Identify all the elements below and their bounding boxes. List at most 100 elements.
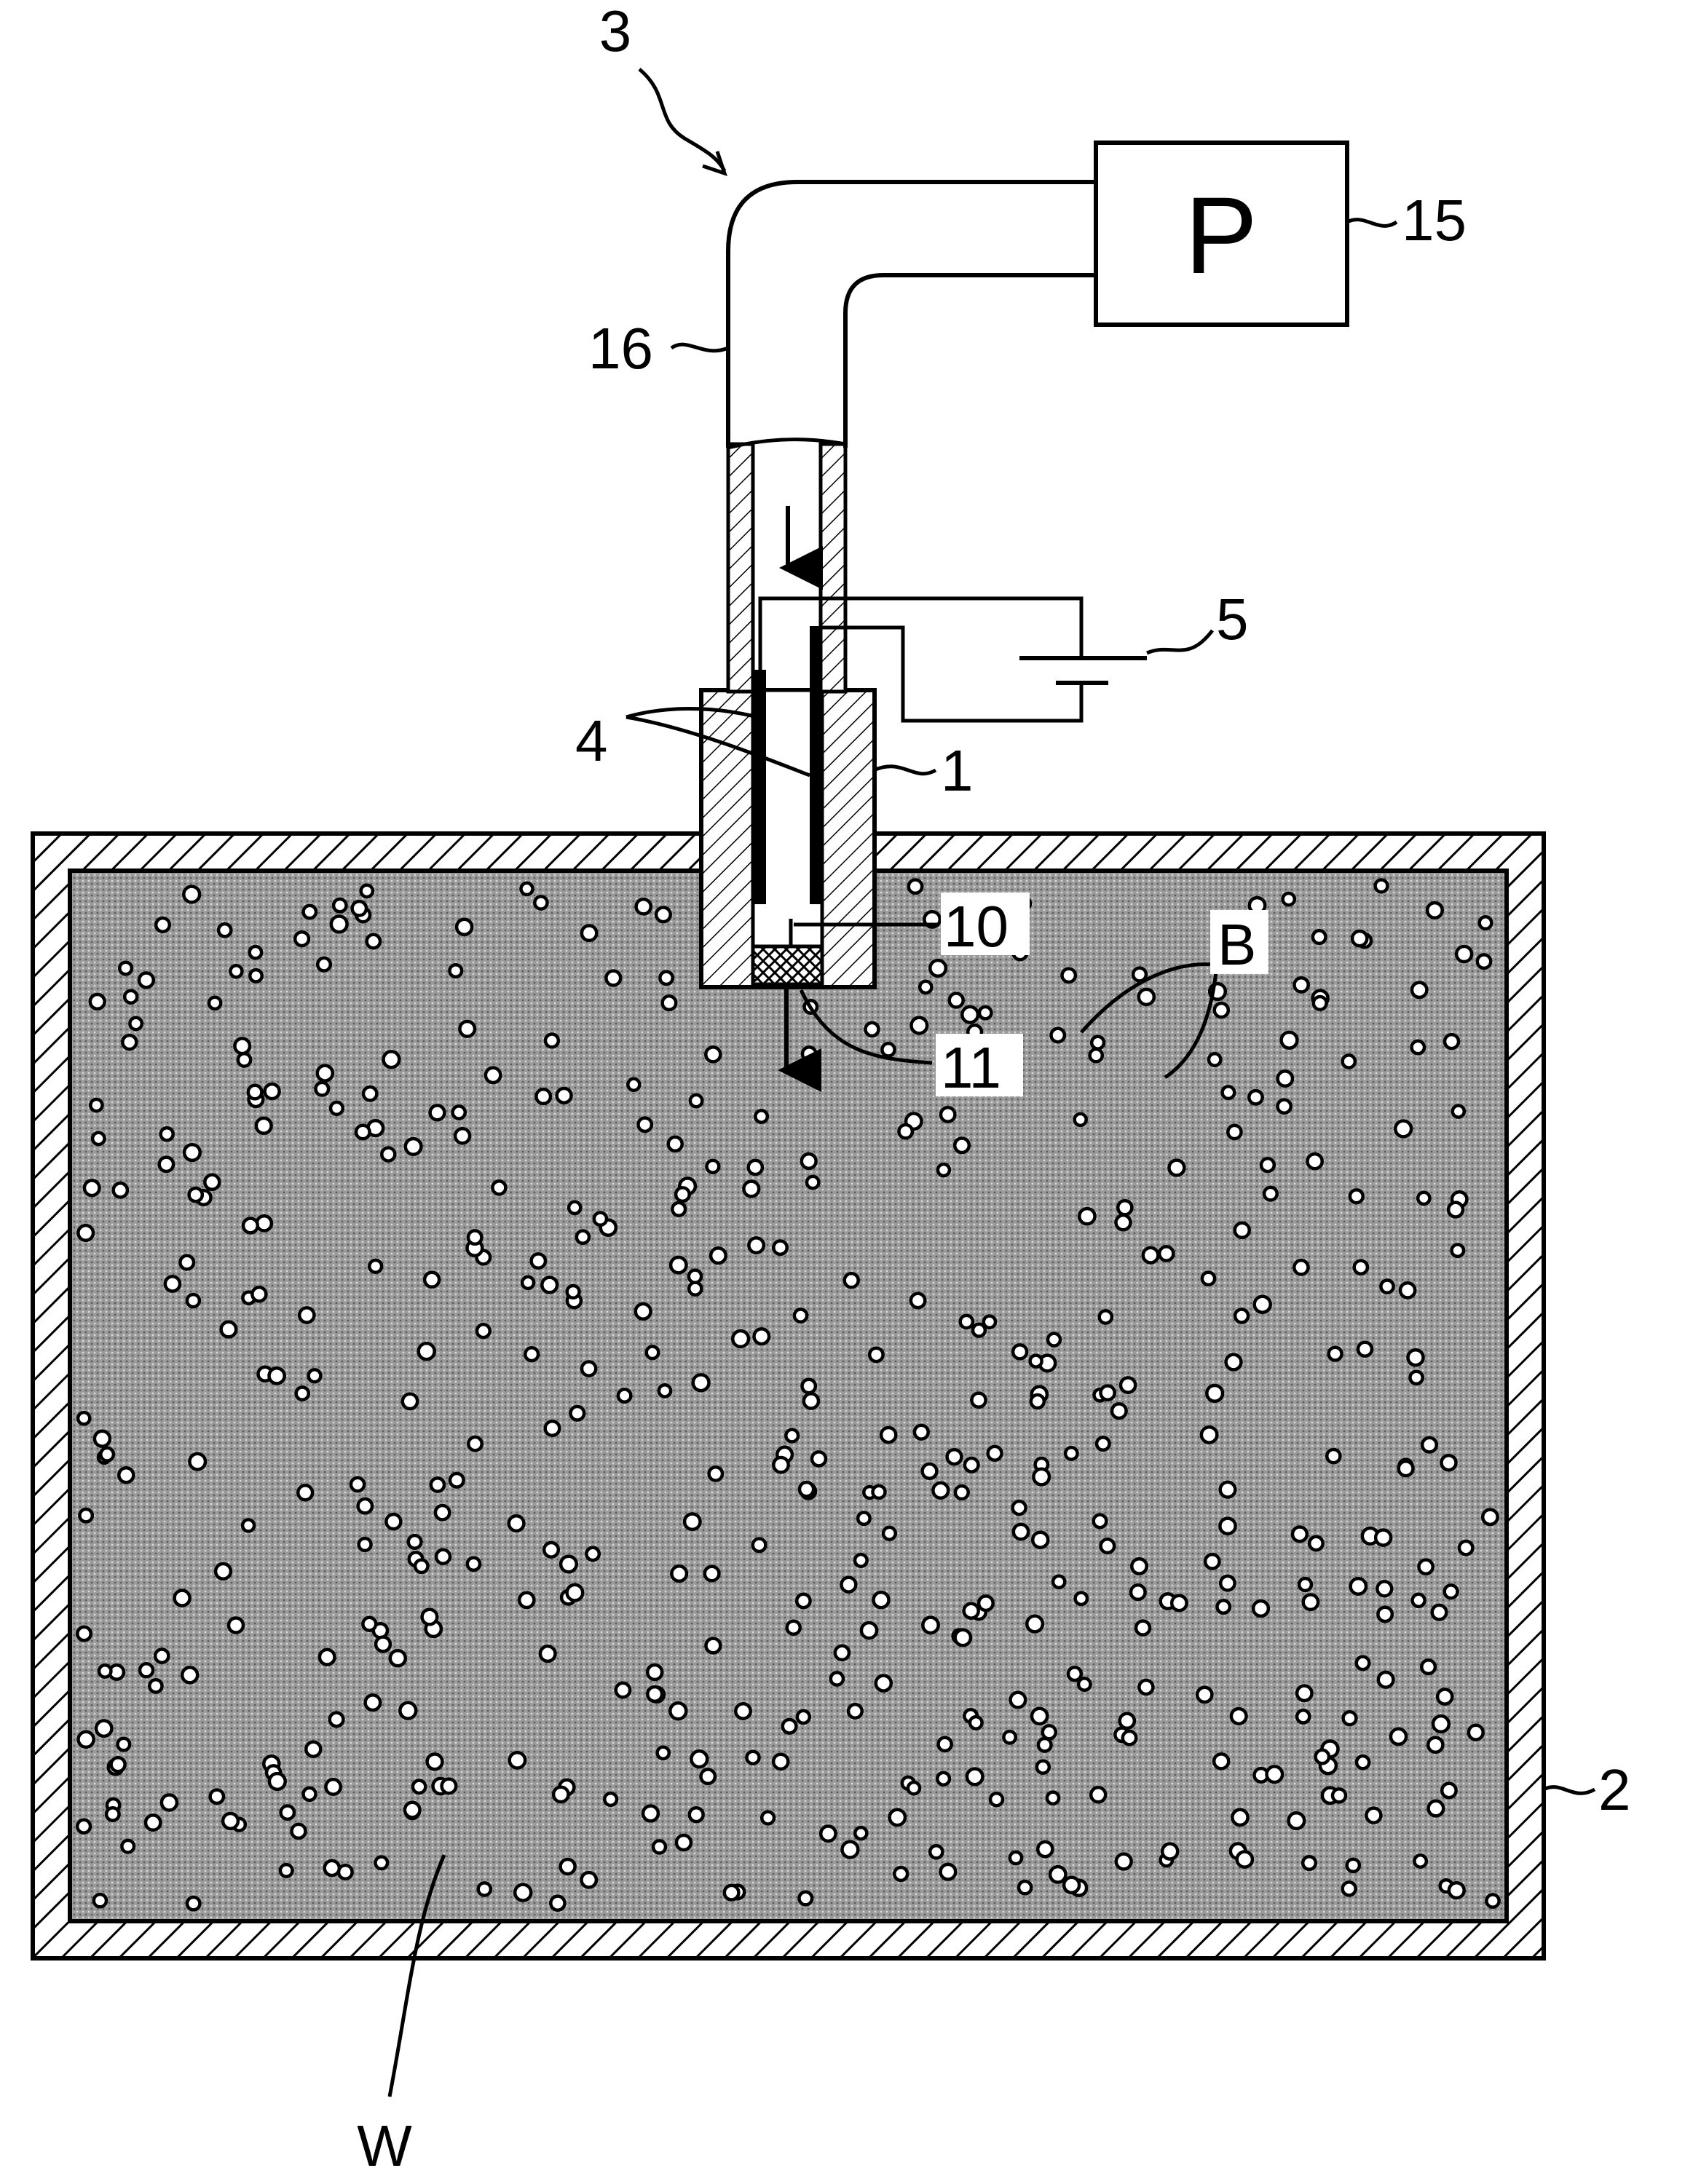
- bubble: [400, 1392, 419, 1411]
- bubble: [960, 1005, 980, 1024]
- bubble: [1045, 1790, 1061, 1806]
- bubble: [357, 1536, 373, 1553]
- bubble: [797, 1890, 814, 1907]
- bubble: [413, 1558, 430, 1575]
- label-pipe: 16: [588, 316, 653, 381]
- bubble: [909, 1291, 927, 1310]
- bubble: [840, 1575, 858, 1594]
- bubble: [1121, 1729, 1138, 1746]
- bubble: [871, 1484, 887, 1500]
- bubble: [188, 1452, 208, 1471]
- bubble: [771, 1752, 790, 1771]
- bubble: [614, 1681, 632, 1699]
- bubble: [154, 916, 172, 933]
- bubble: [1011, 1522, 1030, 1541]
- bubble: [458, 1019, 477, 1038]
- bubble: [428, 1104, 446, 1122]
- bubble: [986, 1444, 1003, 1462]
- bubble: [1447, 1880, 1466, 1900]
- bubble: [163, 1275, 182, 1293]
- bubble: [668, 1255, 688, 1275]
- bubble: [797, 1480, 816, 1498]
- bubble: [491, 1179, 508, 1196]
- bubble: [517, 1591, 536, 1610]
- bubble: [476, 1881, 493, 1897]
- bubble: [965, 1767, 984, 1787]
- bubble: [687, 1806, 705, 1824]
- bubble: [254, 1116, 273, 1135]
- bubble: [1480, 1508, 1499, 1527]
- label-pump: 15: [1402, 188, 1467, 253]
- bubble: [1157, 1245, 1175, 1262]
- bubble: [906, 1780, 922, 1796]
- leader-bubbles-a: [1080, 962, 1217, 1034]
- bubble: [278, 1862, 294, 1878]
- bubble: [555, 1086, 573, 1105]
- leader-water: [387, 1854, 446, 2097]
- bubble: [180, 1666, 200, 1685]
- bubble: [226, 1616, 245, 1634]
- bubble: [1306, 1152, 1324, 1171]
- bubble: [699, 1768, 717, 1786]
- pipe-wall-left: [726, 442, 755, 694]
- bubble: [1041, 1724, 1058, 1741]
- label-electrodes: 4: [575, 708, 608, 773]
- bubble: [92, 1892, 108, 1909]
- bubble: [1062, 1875, 1081, 1895]
- bubble: [398, 1701, 418, 1720]
- bubble: [734, 1702, 752, 1720]
- bubble: [1373, 878, 1389, 894]
- bubble: [453, 1127, 472, 1145]
- bubble: [569, 1404, 586, 1422]
- bubble: [666, 1135, 684, 1153]
- leader-device: [638, 68, 727, 173]
- bubble: [420, 1607, 439, 1626]
- bubble: [707, 1465, 725, 1482]
- bubble: [1301, 1854, 1318, 1872]
- bubble: [703, 1564, 721, 1583]
- bubble: [1089, 1786, 1108, 1804]
- pipe: [726, 180, 1096, 694]
- bubble: [382, 1050, 401, 1069]
- bubble: [1417, 1558, 1434, 1576]
- bubble: [565, 1583, 585, 1602]
- bubble: [580, 924, 599, 943]
- bubble: [229, 963, 244, 979]
- bubble: [359, 883, 375, 899]
- bubble: [1235, 1850, 1255, 1869]
- label-tank: 2: [1598, 1757, 1631, 1822]
- pump: P: [1094, 141, 1349, 327]
- bubble: [1311, 929, 1327, 946]
- bubble: [92, 1429, 112, 1448]
- bubble: [207, 995, 223, 1011]
- bubble: [361, 1085, 379, 1102]
- bubble: [976, 1594, 995, 1613]
- bubble: [1350, 929, 1369, 948]
- bubble: [907, 878, 924, 895]
- bubble: [1030, 1530, 1050, 1549]
- bubble: [1475, 953, 1493, 970]
- bubble: [1129, 1583, 1147, 1602]
- bubble: [109, 1756, 127, 1773]
- bubble: [315, 1064, 335, 1083]
- bubble: [781, 1717, 798, 1735]
- bubble: [1440, 1781, 1458, 1800]
- bubble: [1379, 1278, 1395, 1294]
- bubble: [513, 1883, 533, 1902]
- bubble: [454, 917, 474, 937]
- bubble: [1011, 1499, 1027, 1516]
- bubble: [1247, 1088, 1264, 1106]
- bubble: [240, 1518, 256, 1533]
- leader-nozzle-body: [872, 764, 937, 776]
- bubble: [641, 1804, 660, 1823]
- bubble: [148, 1678, 164, 1694]
- bubble: [1218, 1516, 1237, 1536]
- bubble: [208, 1788, 226, 1805]
- bubble: [559, 1554, 578, 1574]
- bubble: [853, 1552, 869, 1568]
- bubble: [331, 897, 348, 914]
- bubble: [128, 1016, 144, 1032]
- bubble: [118, 960, 134, 976]
- circuit-wire-top: [758, 596, 1084, 670]
- bubble: [772, 1455, 790, 1474]
